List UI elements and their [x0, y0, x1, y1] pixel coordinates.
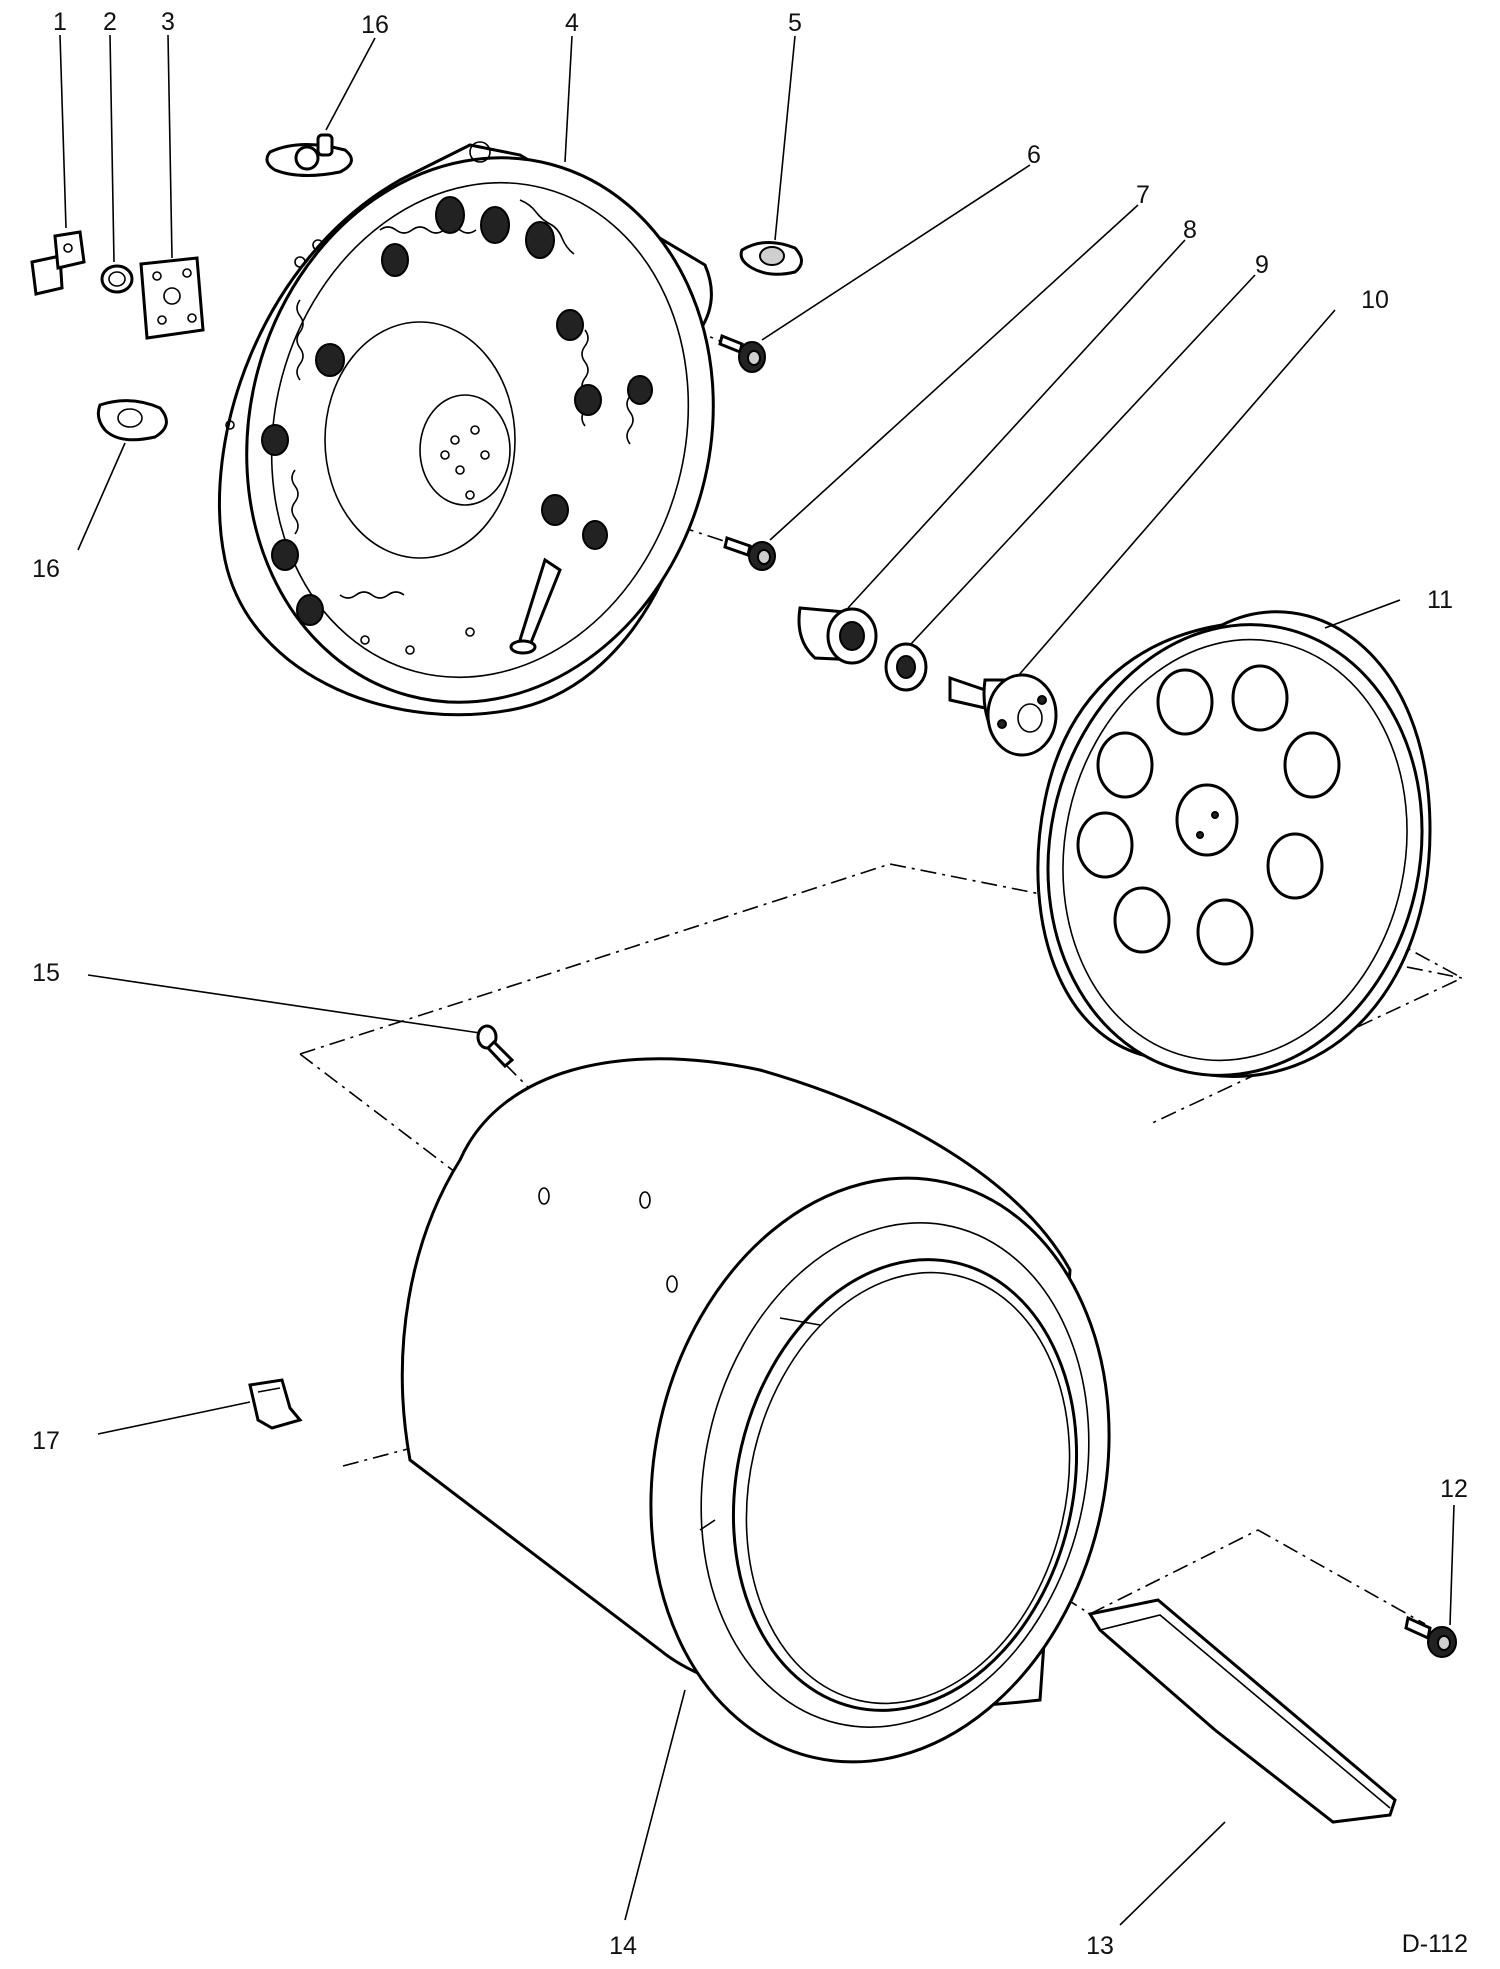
callout-8: 8 — [1183, 216, 1197, 244]
part-4-back-plate — [218, 141, 715, 717]
part-5-mount — [739, 241, 803, 276]
callout-16-upper: 16 — [361, 11, 389, 39]
callout-labels: 1 2 3 16 4 5 6 7 8 9 10 11 12 13 14 15 1… — [32, 8, 1468, 1960]
callout-7: 7 — [1136, 181, 1150, 209]
part-3-square-plate — [139, 256, 205, 340]
callout-13: 13 — [1086, 1932, 1114, 1960]
part-16-mount-lower — [96, 399, 168, 442]
callout-4: 4 — [565, 9, 579, 37]
callout-16-lower: 16 — [32, 555, 60, 583]
part-13-baffle — [1087, 1598, 1397, 1824]
part-2-bushing — [100, 264, 134, 294]
part-16-mount-upper — [265, 133, 353, 178]
callout-14: 14 — [609, 1932, 637, 1960]
callout-12: 12 — [1440, 1475, 1468, 1503]
part-6-bolt — [718, 333, 766, 373]
part-9-washer — [884, 642, 928, 692]
callout-15: 15 — [32, 959, 60, 987]
callout-5: 5 — [788, 9, 802, 37]
part-8-bushing — [797, 606, 878, 665]
part-1-clip — [30, 230, 86, 296]
callout-9: 9 — [1255, 251, 1269, 279]
callout-6: 6 — [1027, 141, 1041, 169]
part-14-drum — [400, 1057, 1111, 1764]
callout-3: 3 — [161, 8, 175, 36]
part-12-screw — [1404, 1615, 1457, 1658]
callout-11: 11 — [1427, 586, 1453, 614]
callout-1: 1 — [53, 8, 67, 36]
part-7-bolt — [723, 536, 776, 571]
callout-leaders — [59, 34, 1455, 1926]
part-11-front-plate — [1036, 610, 1432, 1078]
callout-10: 10 — [1361, 286, 1389, 314]
document-id: D-112 — [1402, 1930, 1468, 1958]
part-17-clip — [248, 1378, 303, 1430]
callout-17: 17 — [32, 1427, 60, 1455]
part-15-screw — [476, 1024, 515, 1069]
part-10-spindle — [948, 673, 1058, 757]
callout-2: 2 — [103, 8, 117, 36]
